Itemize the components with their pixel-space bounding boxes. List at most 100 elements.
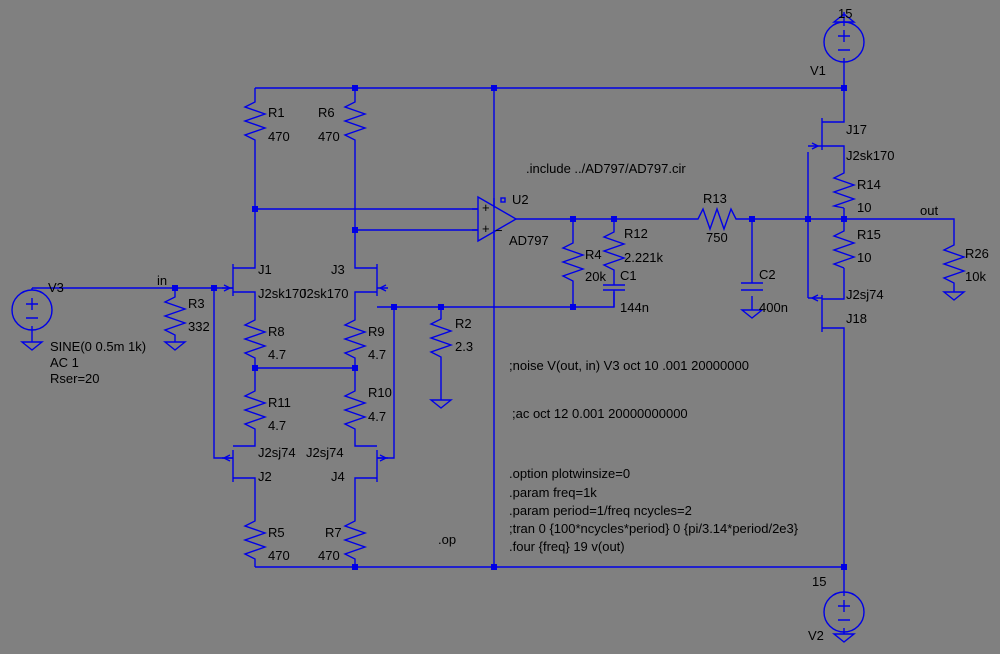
resistor-r3[interactable]: [162, 292, 188, 340]
net-out: out: [920, 203, 938, 218]
jfet-j3[interactable]: [354, 258, 388, 296]
junction: [352, 365, 358, 371]
directive-include[interactable]: .include ../AD797/AD797.cir: [526, 161, 686, 176]
junction: [352, 85, 358, 91]
ground-icon: [942, 291, 966, 301]
directive-ac[interactable]: ;ac oct 12 0.001 20000000000: [512, 406, 688, 421]
r14-value: 10: [857, 200, 871, 215]
directive-four[interactable]: .four {freq} 19 v(out): [509, 539, 625, 554]
r10-name: R10: [368, 385, 392, 400]
opamp-minus-sign: +: [482, 221, 490, 236]
resistor-r9[interactable]: [342, 313, 368, 363]
r15-value: 10: [857, 250, 871, 265]
capacitor-c1[interactable]: [603, 284, 625, 307]
r13-value: 750: [706, 230, 728, 245]
junction: [391, 304, 397, 310]
j1-name: J1: [258, 262, 272, 277]
j2-name: J2: [258, 469, 272, 484]
j17-model: J2sk170: [846, 148, 894, 163]
r26-value: 10k: [965, 269, 986, 284]
r12-name: R12: [624, 226, 648, 241]
c2-value: 400n: [759, 300, 788, 315]
source-v2[interactable]: [823, 591, 865, 633]
j3-model: J2sk170: [300, 286, 348, 301]
resistor-r12[interactable]: [601, 228, 627, 272]
capacitor-c2[interactable]: [741, 282, 763, 291]
directive-op[interactable]: .op: [438, 532, 456, 547]
j3-name: J3: [331, 262, 345, 277]
jfets: [222, 118, 845, 482]
junction: [252, 365, 258, 371]
r7-value: 470: [318, 548, 340, 563]
v1-value: 15: [838, 6, 852, 21]
v3-name: V3: [48, 280, 64, 295]
v3-line-1: SINE(0 0.5m 1k): [50, 339, 146, 354]
jfet-j2[interactable]: [222, 444, 256, 482]
r10-value: 4.7: [368, 409, 386, 424]
directive-tran[interactable]: ;tran 0 {100*ncycles*period} 0 {pi/3.14*…: [509, 521, 799, 536]
out-wire[interactable]: [844, 218, 955, 238]
r6-value: 470: [318, 129, 340, 144]
r3-name: R3: [188, 296, 205, 311]
source-v3[interactable]: [11, 288, 53, 331]
junction: [252, 206, 258, 212]
j4-name: J4: [331, 469, 345, 484]
c1-value: 144n: [620, 300, 649, 315]
directive-param-freq[interactable]: .param freq=1k: [509, 485, 597, 500]
opamp-u2[interactable]: + + −: [472, 195, 518, 243]
junction: [491, 564, 497, 570]
v2-value: 15: [812, 574, 826, 589]
r6-name: R6: [318, 105, 335, 120]
input-to-j2-wire[interactable]: [213, 288, 233, 459]
resistor-r14[interactable]: [831, 168, 857, 209]
jfet-j18[interactable]: [808, 294, 845, 332]
resistor-r15[interactable]: [831, 228, 857, 269]
j18-model: J2sj74: [846, 287, 884, 302]
ground-icon: [20, 330, 44, 351]
r11-name: R11: [268, 395, 291, 410]
resistor-r1[interactable]: [242, 97, 268, 150]
resistor-r4[interactable]: [560, 230, 586, 283]
resistor-r13[interactable]: [690, 206, 738, 232]
junction: [749, 216, 755, 222]
v3-line-3: Rser=20: [50, 371, 100, 386]
labels: 15 V1 15 V2 V3 SINE(0 0.5m 1k) AC 1 Rser…: [48, 6, 989, 643]
directive-param-period[interactable]: .param period=1/freq ncycles=2: [509, 503, 692, 518]
r2-name: R2: [455, 316, 472, 331]
resistor-r11[interactable]: [242, 384, 268, 435]
resistors: [162, 97, 967, 567]
r5-value: 470: [268, 548, 290, 563]
net-in: in: [157, 273, 167, 288]
junction: [570, 216, 576, 222]
j1-model: J2sk170: [258, 286, 306, 301]
r15-name: R15: [857, 227, 881, 242]
v1-name: V1: [810, 63, 826, 78]
j17-name: J17: [846, 122, 867, 137]
c2-name: C2: [759, 267, 776, 282]
r4-name: R4: [585, 247, 602, 262]
feedback-wire[interactable]: [377, 292, 615, 308]
resistor-r5[interactable]: [242, 514, 268, 567]
resistor-r7[interactable]: [342, 514, 368, 567]
r9-name: R9: [368, 324, 385, 339]
resistor-r6[interactable]: [342, 97, 368, 150]
j18-name: J18: [846, 311, 867, 326]
source-v1[interactable]: [823, 21, 865, 63]
resistor-r26[interactable]: [941, 238, 967, 292]
jfet-j1[interactable]: [222, 258, 256, 296]
j2-model: J2sj74: [258, 445, 296, 460]
r4-value: 20k: [585, 269, 606, 284]
r1-name: R1: [268, 105, 285, 120]
resistor-r10[interactable]: [342, 384, 368, 435]
ground-icon: [740, 309, 764, 319]
voltage-sources: [11, 21, 865, 633]
resistor-r8[interactable]: [242, 313, 268, 363]
jfet-j17[interactable]: [808, 118, 845, 150]
ground-icon: [429, 396, 453, 409]
junction: [352, 227, 358, 233]
junction: [570, 304, 576, 310]
directive-option[interactable]: .option plotwinsize=0: [509, 466, 630, 481]
resistor-r2[interactable]: [428, 312, 454, 396]
jfet-j4[interactable]: [354, 444, 388, 482]
directive-noise[interactable]: ;noise V(out, in) V3 oct 10 .001 2000000…: [509, 358, 749, 373]
